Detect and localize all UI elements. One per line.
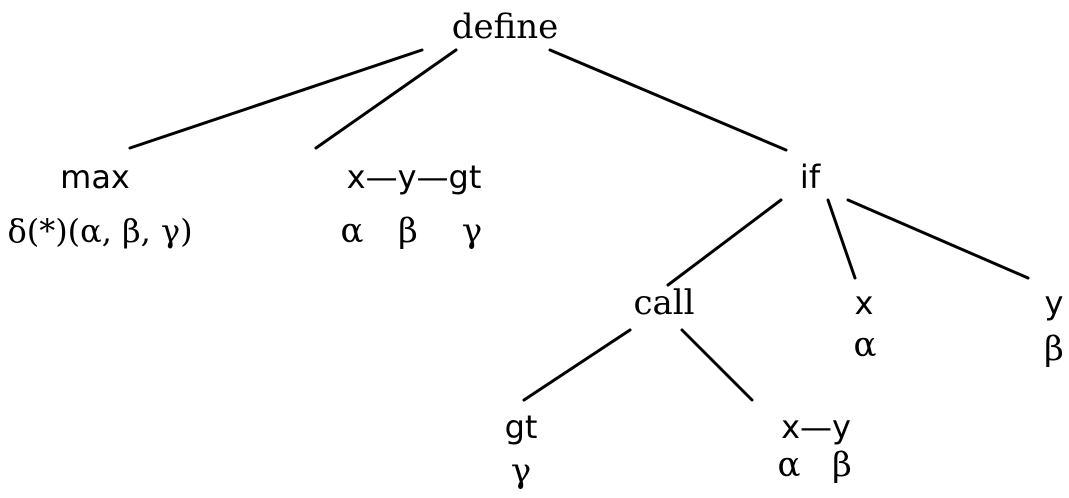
node-max: max (60, 158, 130, 196)
node-xy-type-x: α (778, 445, 801, 485)
node-max-type: δ(*)(α, β, γ) (7, 212, 192, 250)
edge-if-call (666, 198, 783, 287)
node-call: call (633, 283, 694, 323)
tree-edges (128, 48, 1030, 402)
node-xy: x—y (781, 408, 851, 446)
node-xygt-type-gt: γ (462, 211, 482, 251)
node-gt-type: γ (511, 451, 531, 491)
node-if-x: x (855, 284, 874, 322)
node-if: if (800, 158, 821, 196)
edge-define-max (128, 48, 424, 150)
edge-if-y (846, 198, 1030, 280)
node-xygt-type-x: α (341, 211, 364, 251)
edge-define-if (548, 48, 788, 152)
node-xygt-type-y: β (398, 211, 418, 251)
node-if-y-type: β (1044, 329, 1064, 369)
node-if-y: y (1045, 284, 1064, 322)
edge-if-x (826, 198, 857, 280)
node-xygt: x—y—gt (347, 158, 482, 196)
node-define: define (452, 7, 559, 47)
edge-define-xygt (314, 48, 458, 150)
node-gt: gt (505, 408, 538, 446)
edge-call-gt (522, 328, 632, 402)
edge-call-xy (680, 328, 754, 402)
node-if-x-type: α (854, 325, 877, 365)
node-xy-type-y: β (832, 445, 852, 485)
